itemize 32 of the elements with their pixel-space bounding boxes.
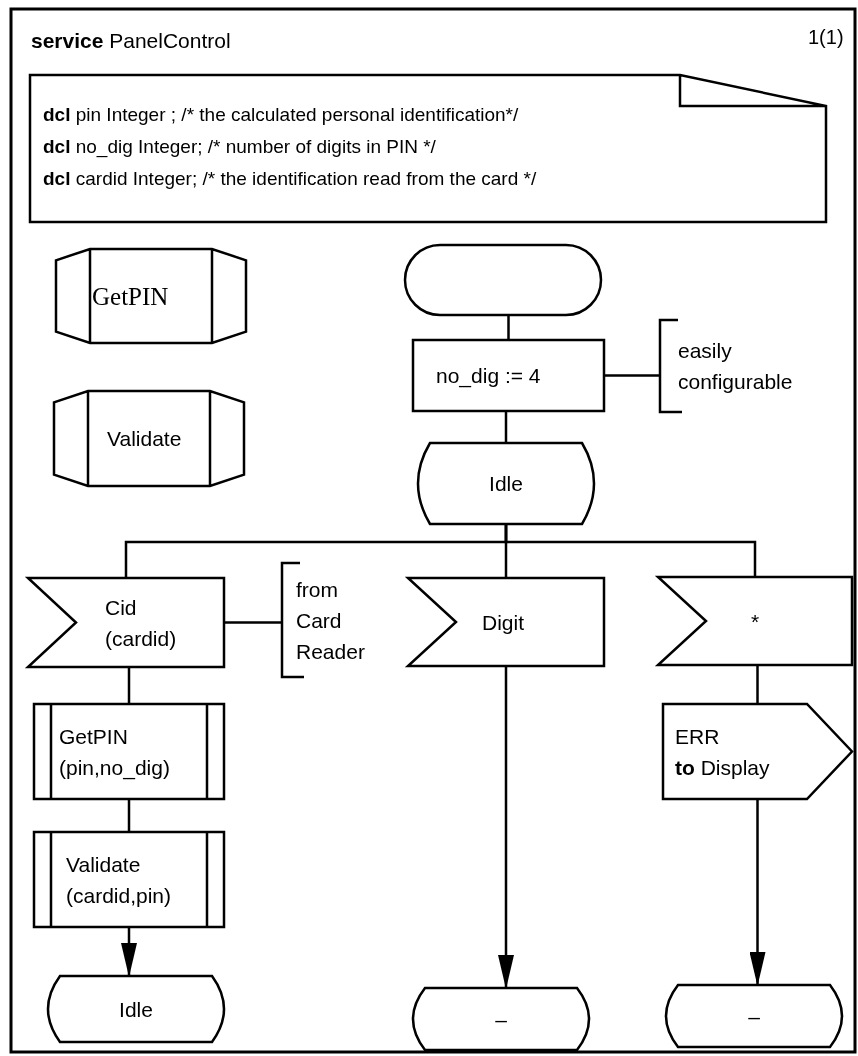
connector-line [604,374,660,377]
connector-line [504,411,508,443]
connector-line [504,524,757,577]
state-name: – [748,1003,760,1030]
state-name: Idle [489,471,523,497]
flow-arrow [498,666,514,989]
state-name: – [495,1006,507,1033]
flow-arrow [749,799,766,986]
connector-line [127,667,131,704]
declaration-text: dcl cardid Integer; /* the identification read from the card */ [43,167,537,191]
comment-text: easily configurable [678,338,794,395]
signal-name: Digit [482,609,524,636]
procedure-name: GetPIN [92,281,169,312]
connector-line [756,665,759,704]
signal-name: ERR [675,723,720,750]
procedure-name: Validate (cardid,pin) [66,851,173,909]
signal-name: * [750,608,760,635]
signal-name: Cid (cardid) [105,594,178,652]
procedure-name: GetPIN (pin,no_dig) [59,723,171,782]
state-name: Idle [119,996,153,1023]
task-text: no_dig := 4 [436,363,541,390]
declaration-text: dcl no_dig Integer; /* number of digits in PIN */ [43,135,436,160]
connector-line [507,315,510,340]
destination-text: to Display [675,754,770,781]
comment-text: from Card Reader [296,576,366,665]
connector-line [224,621,282,624]
diagram-heading: service PanelControl [31,28,231,54]
declaration-text: dcl pin Integer ; /* the calculated personal identification*/ [43,103,519,127]
connector-line [127,799,131,832]
procedure-name: Validate [107,426,182,452]
page-number: 1(1) [808,26,844,49]
flow-arrow [121,927,137,977]
